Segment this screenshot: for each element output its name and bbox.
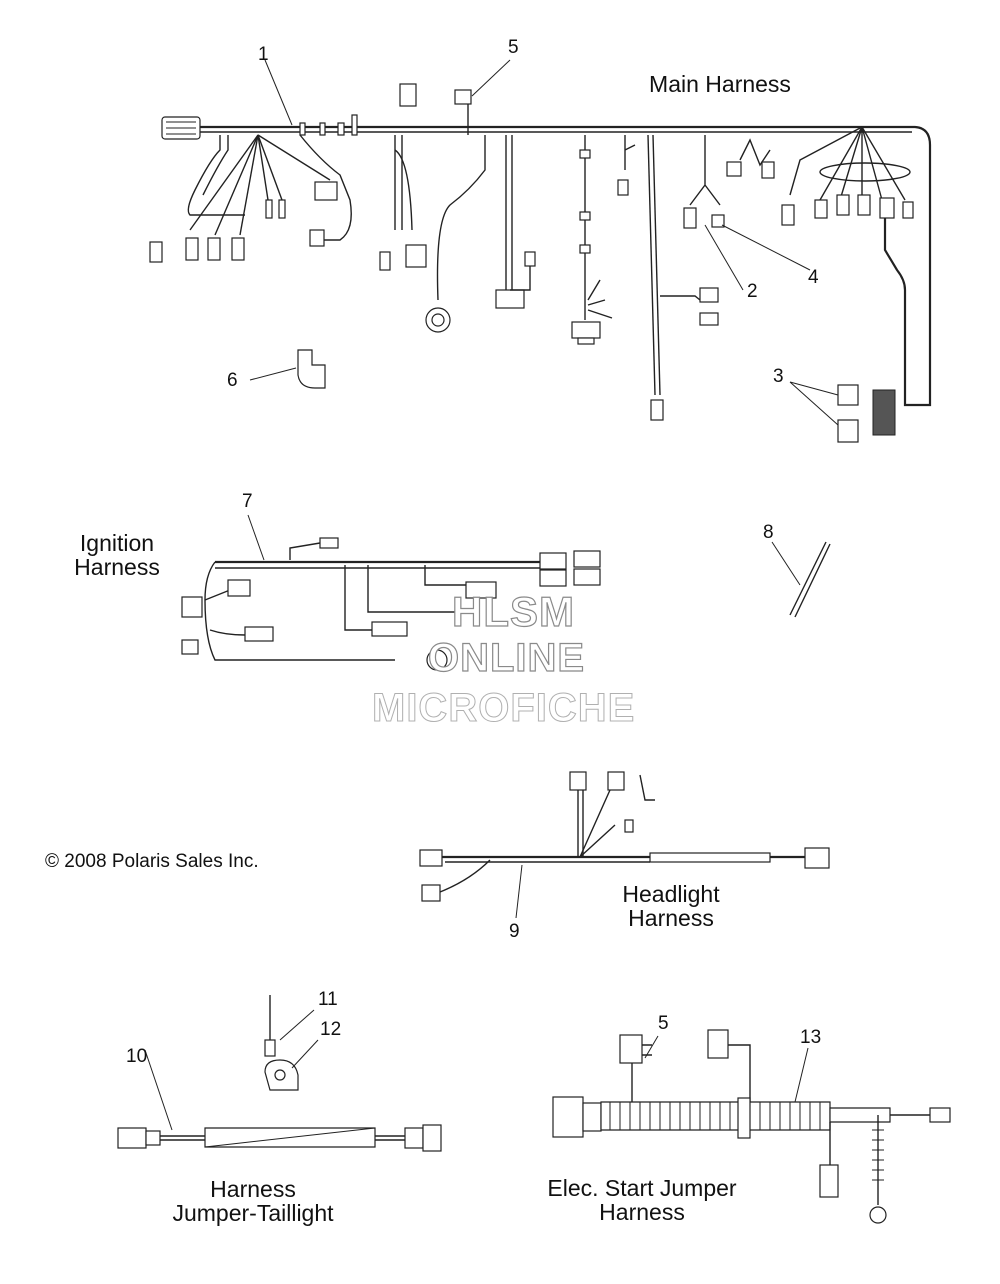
connector (495, 289, 525, 309)
connector (683, 207, 697, 229)
connector (421, 884, 441, 902)
callout-11: 11 (318, 989, 338, 1010)
callout-5-elec: 5 (658, 1013, 669, 1034)
ignition-harness-illustration (181, 514, 601, 671)
harness-end-block (872, 389, 896, 436)
callout-9: 9 (509, 921, 520, 942)
connector (399, 83, 417, 107)
connector (419, 849, 443, 867)
ring-terminal (869, 1206, 887, 1224)
connector (837, 384, 859, 406)
connector (265, 199, 273, 219)
connector (539, 569, 567, 587)
main-harness-title: Main Harness (649, 71, 791, 97)
callout-12: 12 (320, 1019, 342, 1040)
callout-1: 1 (258, 44, 269, 65)
relay (619, 1034, 643, 1064)
connector (231, 237, 245, 261)
callout-13: 13 (800, 1027, 822, 1048)
callout-3: 3 (773, 366, 784, 387)
connector (819, 1164, 839, 1198)
connector (699, 312, 719, 326)
connector (185, 237, 199, 261)
connector (309, 229, 325, 247)
elec-start-jumper-illustration (552, 1029, 951, 1224)
connector (117, 1127, 147, 1149)
callout-8: 8 (763, 522, 774, 543)
connector (314, 181, 338, 201)
connector (465, 581, 497, 599)
connector (207, 237, 221, 261)
connector (278, 199, 286, 219)
connector (426, 649, 448, 671)
connector (181, 596, 203, 618)
connector (569, 771, 587, 791)
connector (149, 241, 163, 263)
connector (379, 251, 391, 271)
connector (929, 1107, 951, 1123)
connector (371, 621, 408, 637)
connector (699, 287, 719, 303)
connector (297, 349, 326, 389)
taillight-jumper-illustration (117, 1049, 442, 1152)
connector (539, 552, 567, 570)
callout-4: 4 (808, 267, 819, 288)
cable-tie-illustration (771, 541, 831, 618)
connector (781, 204, 795, 226)
callout-7: 7 (242, 491, 253, 512)
callout-2: 2 (747, 281, 758, 302)
watermark-line-3: MICROFICHE (371, 686, 636, 731)
item-11-fastener (264, 995, 315, 1057)
connector (607, 771, 625, 791)
connector (837, 419, 859, 443)
connector (573, 550, 601, 568)
headlight-harness-illustration (419, 771, 830, 919)
callout-5: 5 (508, 37, 519, 58)
callout-10: 10 (126, 1046, 148, 1067)
headlight-connector (804, 847, 830, 869)
item-12-clip (264, 1039, 319, 1091)
watermark-line-2: ONLINE (427, 635, 586, 680)
connector (707, 1029, 729, 1059)
callout-6: 6 (227, 370, 238, 391)
copyright-text: © 2008 Polaris Sales Inc. (45, 851, 259, 872)
connector (244, 626, 274, 642)
connector (552, 1096, 584, 1138)
connector (573, 568, 601, 586)
connector (711, 214, 725, 228)
connector (422, 1124, 442, 1152)
relay (454, 89, 472, 105)
connector (405, 244, 427, 268)
connector (650, 399, 664, 421)
watermark-line-1: HLSM (451, 587, 575, 635)
connector (571, 321, 601, 339)
main-harness-illustration (149, 59, 932, 443)
